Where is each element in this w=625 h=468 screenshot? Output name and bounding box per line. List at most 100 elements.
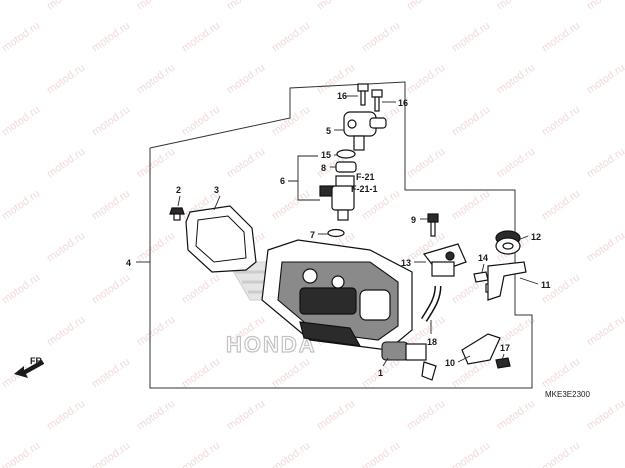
bolt-16-right <box>371 89 383 112</box>
watermark-text: motod.ru <box>135 146 177 181</box>
watermark-text: motod.ru <box>225 0 267 12</box>
ref-f-21-1: F-21-1 <box>351 184 378 194</box>
callout-2: 2 <box>176 185 181 195</box>
o-ring-15 <box>336 149 356 159</box>
watermark-text: motod.ru <box>270 440 312 468</box>
callout-8: 8 <box>321 163 326 173</box>
o-ring-7 <box>327 228 345 238</box>
watermark-text: motod.ru <box>495 398 537 433</box>
watermark-text: motod.ru <box>90 356 132 391</box>
watermark-text: motod.ru <box>450 104 492 139</box>
watermark-text: motod.ru <box>225 398 267 433</box>
bracket-11 <box>487 261 527 301</box>
watermark-text: motod.ru <box>45 230 87 265</box>
watermark-text: motod.ru <box>360 440 402 468</box>
watermark-text: motod.ru <box>405 146 447 181</box>
watermark-text: motod.ru <box>450 188 492 223</box>
watermark-text: motod.ru <box>45 398 87 433</box>
grommet-12 <box>495 230 521 255</box>
callout-18: 18 <box>427 337 437 347</box>
watermark-text: motod.ru <box>90 104 132 139</box>
watermark-text: motod.ru <box>45 146 87 181</box>
watermark-text: motod.ru <box>180 440 222 468</box>
watermark-text: motod.ru <box>45 62 87 97</box>
watermark-text: motod.ru <box>90 272 132 307</box>
watermark-text: motod.ru <box>0 272 42 307</box>
bolt-17 <box>495 357 511 369</box>
assembly-boundary <box>149 81 533 389</box>
watermark-text: motod.ru <box>405 62 447 97</box>
watermark-text: motod.ru <box>540 20 582 55</box>
front-direction-arrow-icon <box>14 360 44 378</box>
watermark-text: motod.ru <box>585 230 625 265</box>
callout-12: 12 <box>531 232 541 242</box>
watermark-text: motod.ru <box>90 188 132 223</box>
fuel-pipe-5 <box>343 111 387 151</box>
callout-1: 1 <box>378 368 383 378</box>
diagram-code: MKE3E2300 <box>545 390 590 399</box>
callout-9: 9 <box>411 215 416 225</box>
callout-15: 15 <box>321 150 331 160</box>
callout-7: 7 <box>310 230 315 240</box>
leader-lines <box>136 95 539 367</box>
watermark-text: motod.ru <box>540 440 582 468</box>
watermark-text: motod.ru <box>270 356 312 391</box>
leader-14 <box>481 263 485 273</box>
leader-1 <box>382 357 389 367</box>
bolt-2 <box>169 207 185 221</box>
watermark-text: motod.ru <box>585 0 625 12</box>
watermark-text: motod.ru <box>495 146 537 181</box>
callout-16-left: 16 <box>337 91 347 101</box>
watermark-text: motod.ru <box>0 20 42 55</box>
throttle-body-4 <box>261 239 413 351</box>
watermark-text: motod.ru <box>180 20 222 55</box>
injector-6 <box>319 175 355 221</box>
leader-10 <box>457 355 471 363</box>
leader-17 <box>501 353 505 361</box>
watermark-text: motod.ru <box>135 62 177 97</box>
plate-10 <box>461 333 501 365</box>
watermark-text: motod.ru <box>90 20 132 55</box>
watermark-text: motod.ru <box>585 398 625 433</box>
honda-logo-text: HONDA <box>226 332 317 357</box>
watermark-text: motod.ru <box>90 440 132 468</box>
watermark-text: motod.ru <box>405 0 447 12</box>
watermark-text: motod.ru <box>540 104 582 139</box>
watermark-text: motod.ru <box>495 0 537 12</box>
watermark-text: motod.ru <box>270 20 312 55</box>
watermark-text: motod.ru <box>450 20 492 55</box>
watermark-text: motod.ru <box>540 356 582 391</box>
watermark-text: motod.ru <box>225 146 267 181</box>
watermark-text: motod.ru <box>585 314 625 349</box>
callout-13: 13 <box>401 258 411 268</box>
watermark-text: motod.ru <box>495 62 537 97</box>
leader-3 <box>213 195 221 211</box>
watermark-text: motod.ru <box>135 0 177 12</box>
callout-3: 3 <box>214 185 219 195</box>
callout-10: 10 <box>445 358 455 368</box>
watermark-text: motod.ru <box>450 440 492 468</box>
callout-17: 17 <box>500 343 510 353</box>
callout-11: 11 <box>541 280 551 290</box>
watermark-text: motod.ru <box>180 104 222 139</box>
callout-5: 5 <box>326 126 331 136</box>
watermark-text: motod.ru <box>135 314 177 349</box>
watermark-text: motod.ru <box>0 104 42 139</box>
watermark-text: motod.ru <box>45 314 87 349</box>
watermark-text: motod.ru <box>135 230 177 265</box>
callout-16-right: 16 <box>398 98 408 108</box>
callout-6: 6 <box>280 176 285 186</box>
callout-14: 14 <box>478 253 488 263</box>
watermark-text: motod.ru <box>180 356 222 391</box>
watermark-text: motod.ru <box>585 146 625 181</box>
watermark-text: motod.ru <box>360 20 402 55</box>
watermark-text: motod.ru <box>585 62 625 97</box>
leader-12 <box>517 235 529 241</box>
map-sensor-13 <box>422 243 467 277</box>
direction-label: FR. <box>30 356 45 366</box>
watermark-text: motod.ru <box>45 0 87 12</box>
leader-2 <box>177 195 181 207</box>
leader-11 <box>519 277 539 285</box>
leader-6 <box>288 155 320 201</box>
watermark-text: motod.ru <box>315 0 357 12</box>
